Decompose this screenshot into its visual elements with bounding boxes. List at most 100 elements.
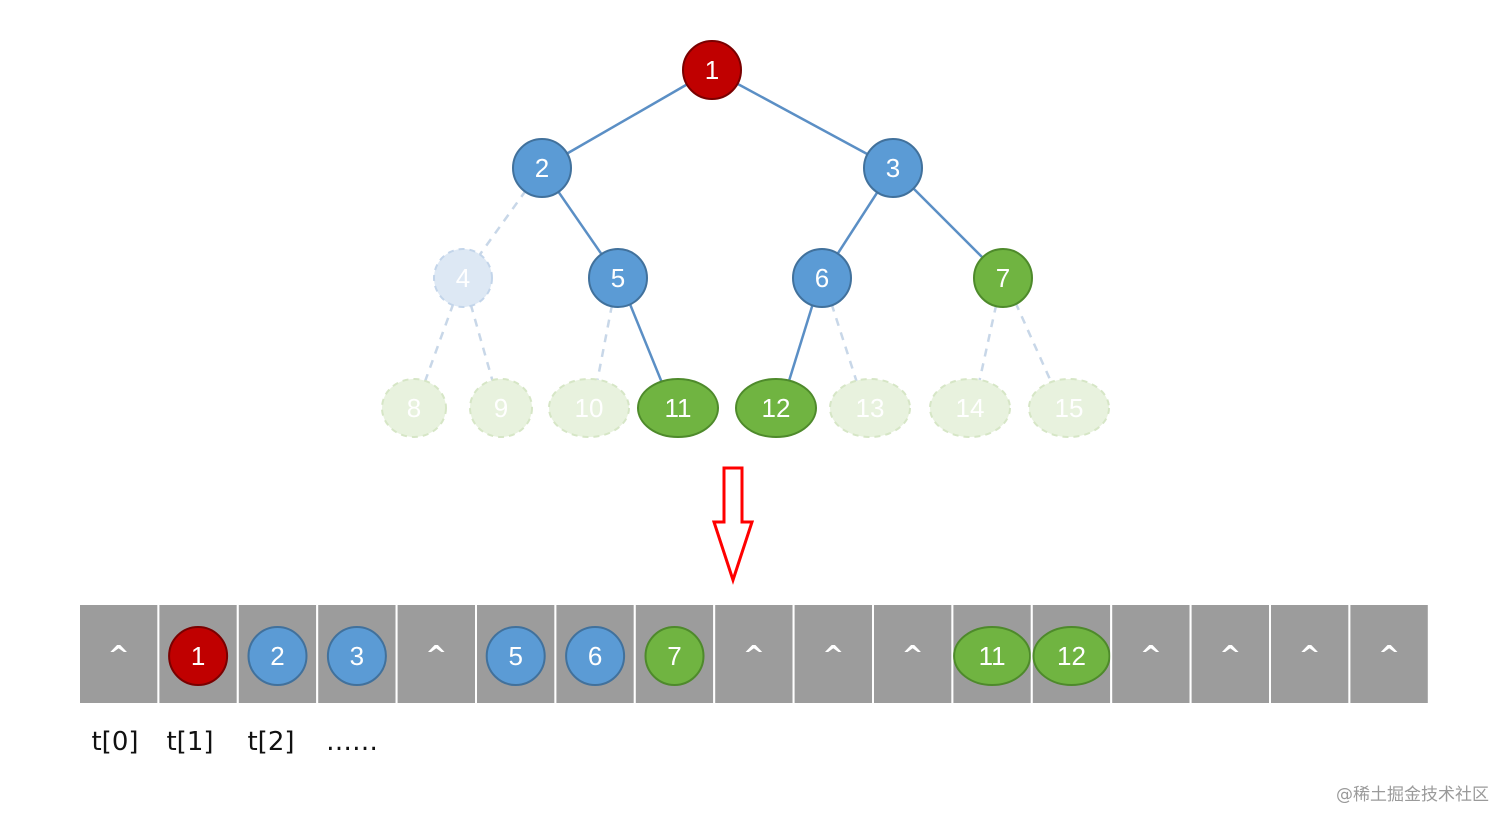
array-cell-15: ^ [1269,603,1351,705]
array-cell-7: 7 [633,603,716,705]
tree-node-4: 4 [433,248,493,308]
edge-3-6 [835,190,880,256]
tree-node-3: 3 [863,138,923,198]
tree-node-label: 2 [535,153,549,183]
empty-slot-caret: ^ [1299,641,1321,671]
edge-3-7 [911,186,985,260]
watermark: @稀土掘金技术社区 [1336,785,1489,805]
array-node-label: 12 [1057,641,1086,671]
tree-node-circle [829,378,911,438]
array-cell-box [78,603,160,705]
tree-node-circle [735,378,817,438]
array-cell-14: ^ [1189,603,1271,705]
empty-slot-caret: ^ [902,641,924,671]
tree-node-label: 1 [705,55,719,85]
array-node-circle [953,626,1032,686]
tree-node-circle [1028,378,1110,438]
array-cell-0: ^ [78,603,160,705]
array-node-circle [247,626,308,686]
tree-node-15: 15 [1028,378,1110,438]
tree-node-circle [433,248,493,308]
array-node-label: 5 [508,641,522,671]
tree-node-circle [588,248,648,308]
tree-node-circle [469,378,533,438]
tree-node-label: 14 [956,393,985,423]
tree-node-label: 11 [665,393,692,423]
tree-node-8: 8 [381,378,447,438]
array-cell-2: 2 [236,603,319,705]
array-node-circle [565,626,626,686]
tree-node-label: 4 [456,263,470,293]
array-node-label: 6 [588,641,602,671]
tree-edges [423,82,1053,384]
tree-node-label: 13 [856,393,885,423]
edge-4-8 [423,303,455,383]
tree-node-label: 10 [575,393,604,423]
edge-5-10 [596,304,614,382]
tree-node-7: 7 [973,248,1033,308]
tree-node-12: 12 [735,378,817,438]
tree-node-2: 2 [512,138,572,198]
edge-7-15 [1014,302,1053,384]
empty-slot-caret: ^ [743,641,765,671]
tree-node-label: 8 [407,393,421,423]
array-node-circle [485,626,546,686]
array-cell-box [1110,603,1192,705]
tree-node-14: 14 [929,378,1011,438]
empty-slot-caret: ^ [425,641,447,671]
tree-node-1: 1 [682,40,742,100]
tree-node-circle [973,248,1033,308]
tree-node-label: 6 [815,263,829,293]
tree-node-circle [863,138,923,198]
tree-node-13: 13 [829,378,911,438]
array-cell-11: 11 [951,603,1033,705]
array-cell-10: ^ [872,603,954,705]
index-label-t2: t[2] [247,727,294,757]
edge-1-3 [735,82,870,156]
empty-slot-caret: ^ [108,641,130,671]
edge-2-5 [556,189,604,257]
array-cell-box [1189,603,1271,705]
array-cell-1: 1 [157,603,239,705]
tree-node-label: 7 [996,263,1010,293]
array-cell-box [1269,603,1351,705]
index-label-t1: t[1] [166,727,213,757]
edge-4-9 [469,304,494,382]
array-node-label: 7 [667,641,681,671]
array-node-label: 2 [270,641,284,671]
edge-2-4 [478,189,527,257]
array-node-label: 11 [979,641,1006,671]
tree-node-circle [548,378,630,438]
tree-node-circle [381,378,447,438]
empty-slot-caret: ^ [1219,641,1241,671]
empty-slot-caret: ^ [1378,641,1400,671]
tree-node-circle [929,378,1011,438]
array-cell-box [1348,603,1430,705]
array-node-circle [326,626,387,686]
edge-6-12 [787,303,815,383]
array-cell-12: 12 [1030,603,1113,705]
index-label-ellipsis: …… [326,727,378,757]
array-cell-5: 5 [475,603,557,705]
tree-node-circle [637,378,719,438]
array-cell-box [792,603,874,705]
tree-node-label: 9 [494,393,508,423]
tree-node-circle [682,40,742,100]
edge-7-14 [978,304,998,382]
array-cell-4: ^ [395,603,478,705]
tree-node-10: 10 [548,378,630,438]
array-cell-3: 3 [316,603,398,705]
array-node-label: 1 [191,641,205,671]
tree-node-circle [512,138,572,198]
array-cell-13: ^ [1110,603,1192,705]
array-node-label: 3 [350,641,364,671]
edge-5-11 [628,302,664,384]
empty-slot-caret: ^ [822,641,844,671]
edge-6-13 [830,303,859,383]
tree-node-11: 11 [637,378,719,438]
array-node-circle [168,626,229,686]
tree-node-label: 12 [762,393,791,423]
